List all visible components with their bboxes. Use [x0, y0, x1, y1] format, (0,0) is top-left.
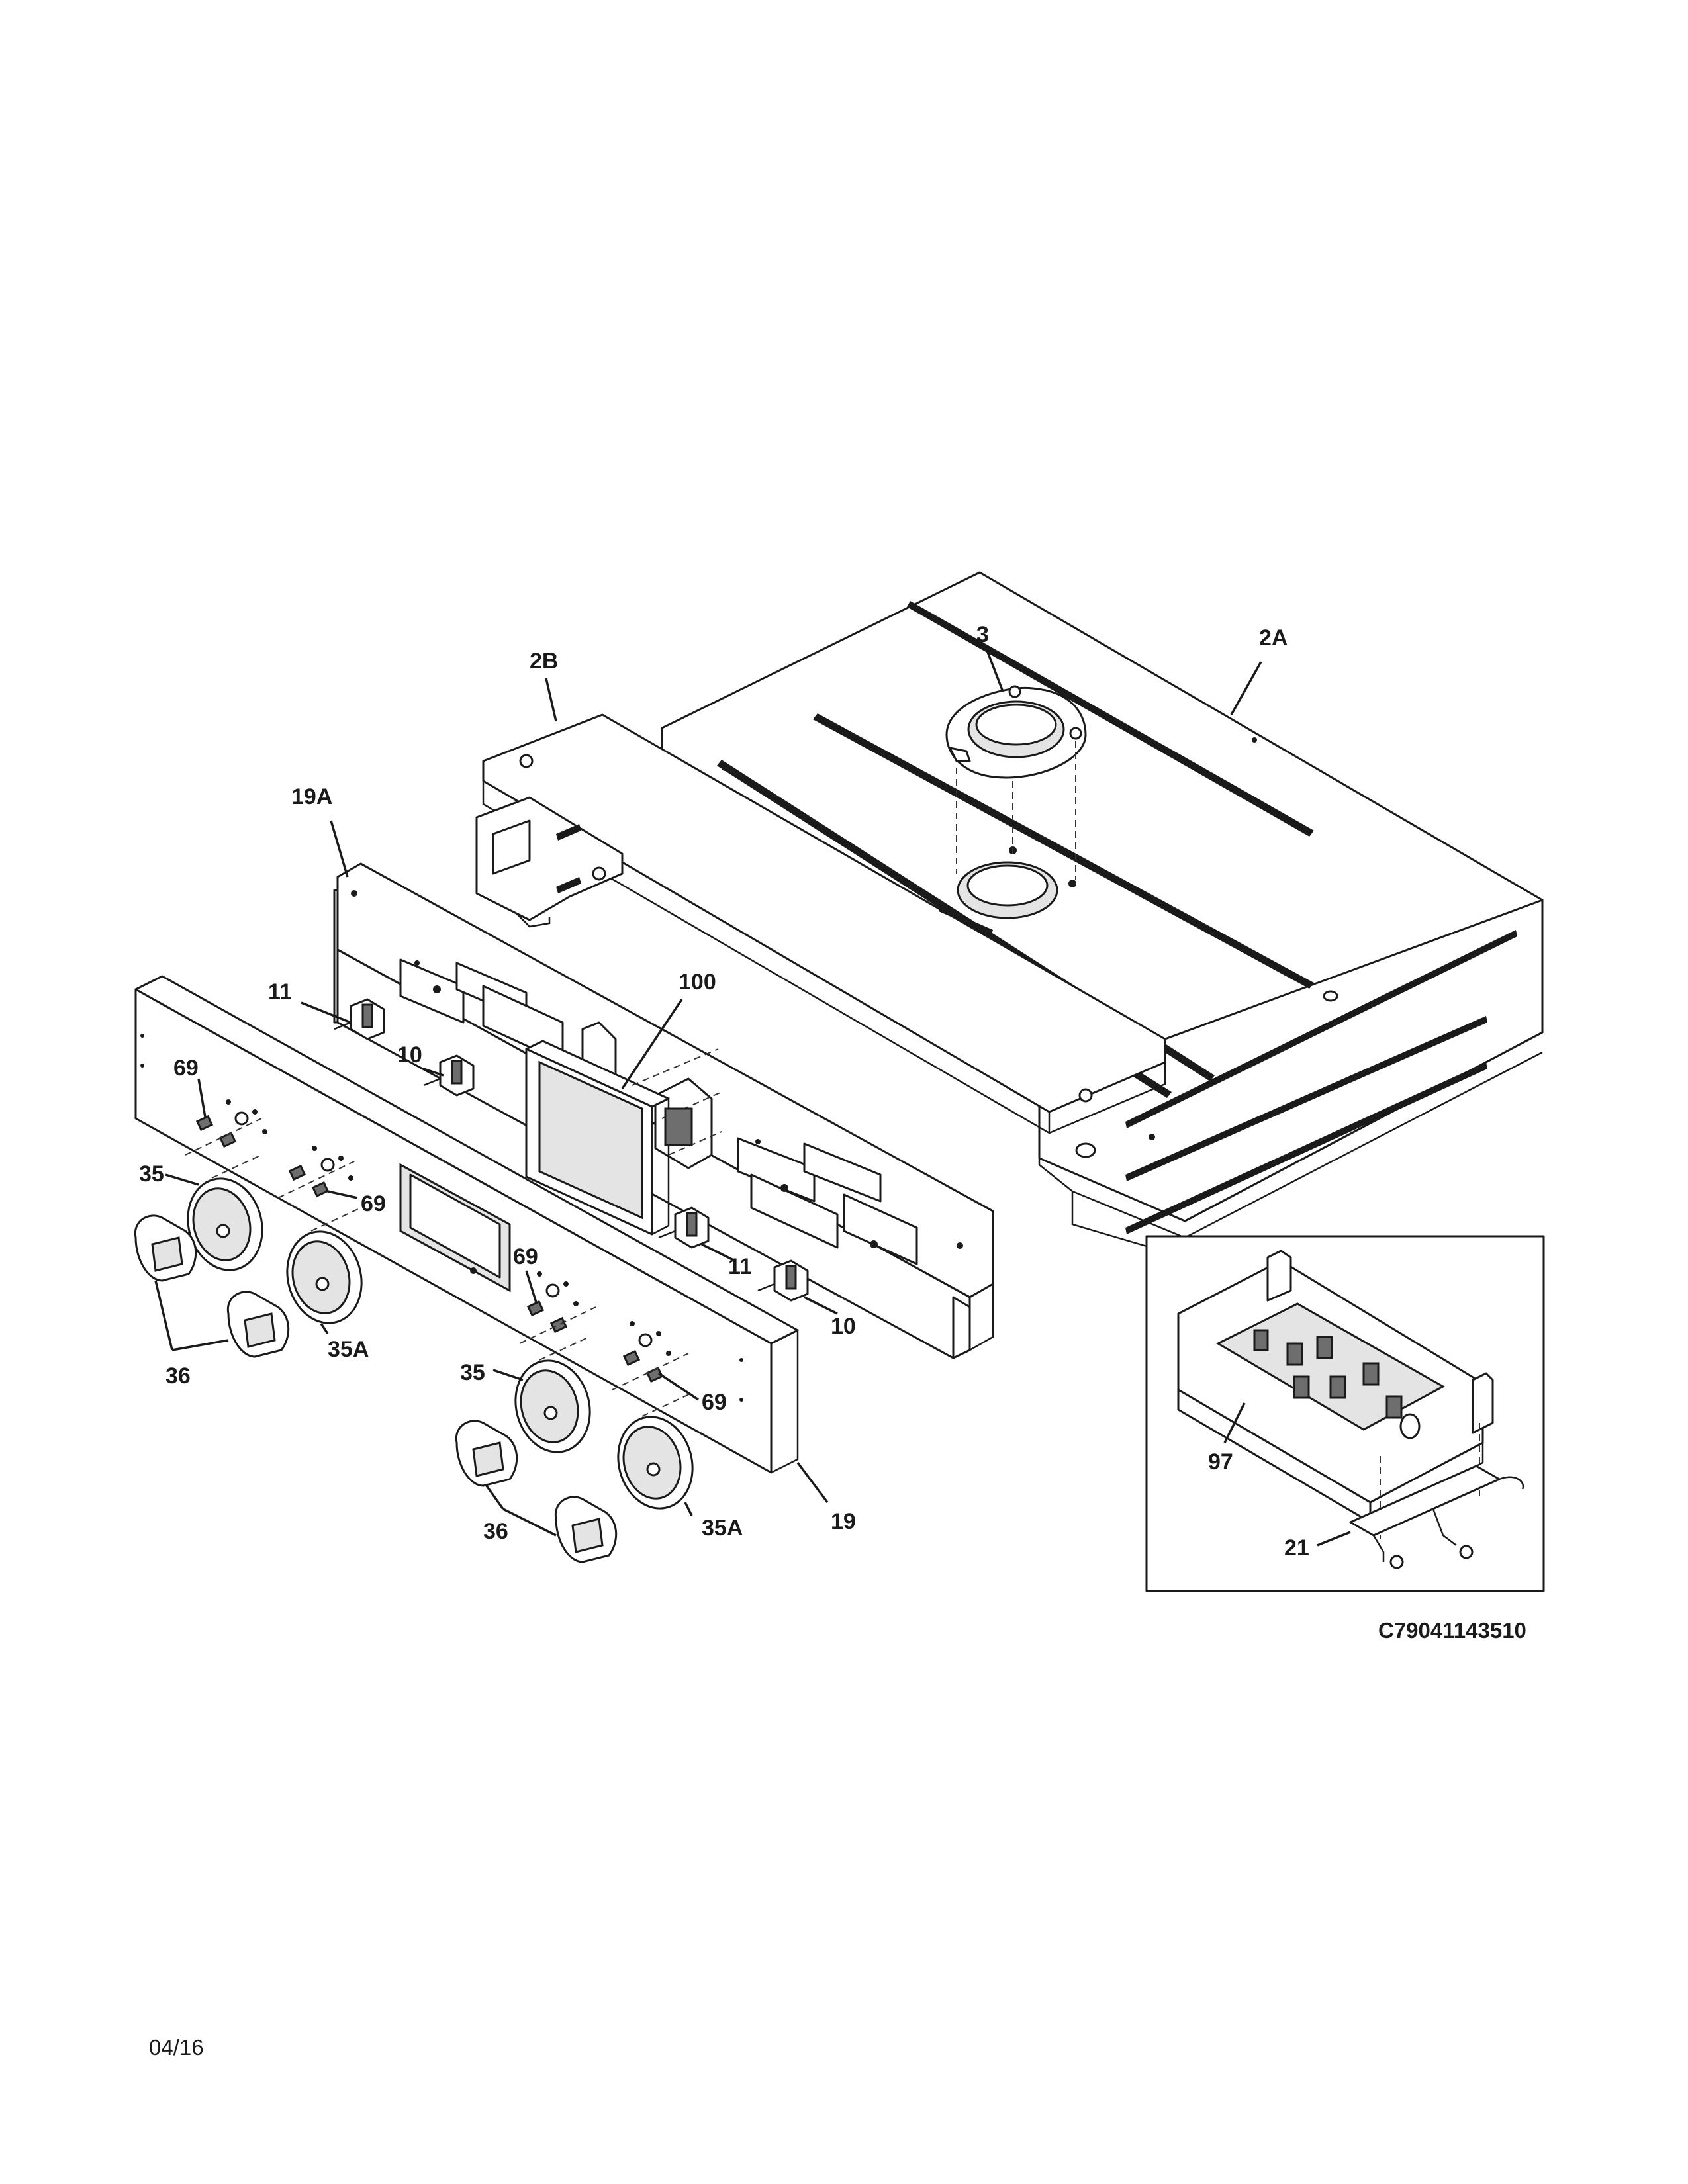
- screws-69: [185, 1115, 689, 1390]
- electronic-control-board: [525, 1040, 722, 1236]
- rear-mounting-bracket: [475, 713, 1166, 1135]
- ring-gasket: [945, 685, 1087, 919]
- callout-labels: 3 2A 2B 19A 100 11 10 69 69 69 69 35 35 …: [139, 622, 1526, 2060]
- callout-11-right: 11: [728, 1254, 752, 1279]
- callout-35A-left: 35A: [328, 1337, 369, 1362]
- callout-69-c: 69: [513, 1244, 538, 1269]
- selector-switch-11-left: [334, 998, 385, 1040]
- front-control-panel: [134, 975, 799, 1474]
- drawing-code: C79041143510: [1378, 1618, 1526, 1643]
- callout-2A: 2A: [1259, 625, 1288, 651]
- revision-date: 04/16: [149, 2035, 204, 2060]
- control-knobs: [134, 1214, 618, 1563]
- callout-3: 3: [976, 622, 989, 647]
- selector-switch-10-left: [423, 1054, 475, 1097]
- callout-35-right: 35: [460, 1360, 485, 1385]
- callout-69-d: 69: [702, 1390, 727, 1415]
- callout-2B: 2B: [530, 649, 558, 674]
- callout-100: 100: [679, 970, 716, 995]
- inset-detail-box: [1145, 1235, 1545, 1592]
- relay-board: [1177, 1250, 1494, 1539]
- callout-69-a: 69: [173, 1056, 199, 1081]
- callout-35-left: 35: [139, 1161, 164, 1187]
- callout-19: 19: [831, 1509, 856, 1534]
- callout-36-right: 36: [483, 1519, 508, 1544]
- callout-69-b: 69: [361, 1191, 386, 1216]
- selector-switch-10-right: [757, 1259, 809, 1302]
- callout-97: 97: [1208, 1449, 1233, 1475]
- selector-switch-11-right: [658, 1206, 710, 1249]
- callout-10-left: 10: [397, 1042, 422, 1068]
- leader-lines: [154, 648, 1351, 1547]
- callout-35A-right: 35A: [702, 1516, 743, 1541]
- callout-36-left: 36: [165, 1363, 191, 1388]
- callout-11-left: 11: [268, 979, 292, 1005]
- callout-10-right: 10: [831, 1314, 856, 1339]
- knob-bezels: [187, 1154, 694, 1510]
- callout-19A: 19A: [291, 784, 332, 809]
- callout-21: 21: [1284, 1535, 1309, 1561]
- mounting-bracket-21: [1349, 1465, 1524, 1569]
